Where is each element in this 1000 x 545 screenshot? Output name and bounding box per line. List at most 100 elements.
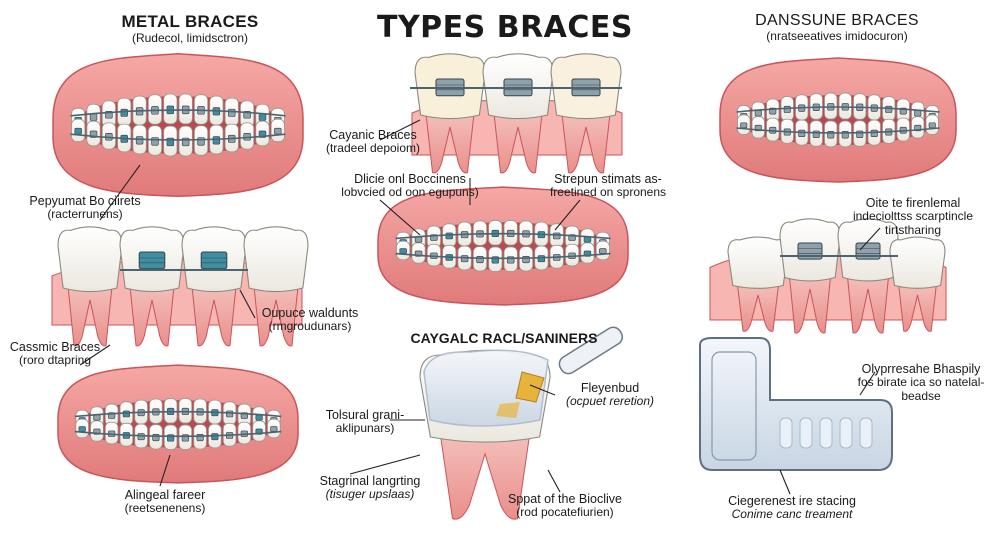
- alingeal-label: Alingeal fareer (reetsenenens): [100, 488, 230, 516]
- metal-braces-arch: [52, 52, 304, 198]
- tooth-root: [846, 271, 890, 334]
- bracket: [200, 251, 228, 270]
- cassmic-braces-title: Cassmic Braces: [9, 340, 101, 354]
- tray-tooth-cup: [859, 417, 873, 449]
- oite-subtitle: indeciolttss scarptincle: [852, 209, 974, 224]
- bracket: [212, 136, 221, 145]
- bracket: [211, 433, 219, 441]
- alingeal-title: Alingeal fareer: [124, 488, 206, 502]
- dlicie-label: Dlicie onl Boccinens lobvcied od oon egu…: [335, 172, 485, 200]
- tolsural-label: Tolsural grani- aklipunars): [315, 408, 415, 436]
- scanner-tool: [558, 326, 624, 375]
- bracket: [89, 113, 98, 121]
- bracket: [228, 108, 236, 117]
- tooth-root: [438, 428, 532, 520]
- oupuce-subtitle: (rmgroudunars): [268, 319, 352, 334]
- bracket: [122, 410, 130, 418]
- archwire: [736, 127, 940, 134]
- bracket: [754, 110, 762, 117]
- oupuce-label: Oupuce waldunts (rmgroudunars): [255, 306, 365, 334]
- gold-attachment: [515, 371, 545, 403]
- ciegerenest-subtitle: Conime canc treament: [731, 507, 853, 522]
- closeup-tooth-3: [181, 226, 247, 347]
- bracket: [460, 255, 469, 263]
- tray-tooth-cup: [799, 417, 813, 449]
- tooth-root: [129, 281, 175, 347]
- tooth-root: [736, 280, 780, 332]
- archwire: [395, 252, 611, 260]
- metal-braces-heading: METAL BRACES: [121, 12, 259, 31]
- bracket: [226, 410, 234, 418]
- metal-braces-subheading: (Rudecol, limidsctron): [131, 31, 249, 46]
- archwire: [70, 109, 286, 117]
- diagram-title: TYPES BRACES: [376, 10, 634, 45]
- tooth-root: [492, 108, 544, 174]
- cassmic-braces-label: Cassmic Braces (roro dtapring: [0, 340, 110, 368]
- leader-line: [379, 199, 421, 236]
- archwire: [74, 430, 282, 438]
- fleyenbud-subtitle: (ocpuet reretion): [565, 394, 655, 409]
- bracket: [270, 426, 278, 432]
- archwire: [736, 106, 940, 113]
- strepun-title: Strepun stimats as-: [554, 172, 662, 186]
- oite-label: Oite te firenlemal indeciolttss scarptin…: [838, 196, 988, 238]
- closeup-tooth-4: [243, 226, 309, 347]
- archwire: [74, 410, 282, 418]
- tolsural-title: Tolsural grani-: [325, 408, 405, 422]
- bracket: [120, 108, 128, 117]
- tooth-root: [788, 271, 832, 334]
- tray-tooth-cup: [839, 417, 853, 449]
- leader-line: [779, 469, 791, 495]
- sppat-label: Sppat of the Bioclive (rod pocatefiurien…: [490, 492, 640, 520]
- aligner-tray: [699, 337, 893, 471]
- olypresahe-subtitle-2: beadse: [901, 389, 941, 404]
- ciegerenest-title: Ciegerenest ire stacing: [728, 494, 856, 508]
- clear-aligner-closeup: [419, 326, 893, 520]
- tooth-root: [560, 108, 612, 174]
- damon-braces-heading: DANSSUNE BRACES: [755, 12, 919, 29]
- bracket: [135, 136, 144, 145]
- bracket: [197, 137, 205, 146]
- olypresahe-subtitle: fos birate ica so natelal-: [857, 375, 985, 390]
- damon-tooth-4: [889, 236, 946, 332]
- tray-tooth-cup: [819, 417, 833, 449]
- gold-attachment-2: [496, 402, 520, 418]
- bracket: [783, 105, 791, 113]
- lower-braces-arch: [57, 364, 299, 484]
- clear-aligners-label: CAYGALC RACL/SANINERS: [404, 330, 604, 346]
- tooth-root: [897, 280, 938, 332]
- bracket: [399, 248, 407, 254]
- leader-line: [239, 289, 256, 319]
- olypresahe-label: Olyprresahe Bhaspily fos birate ica so n…: [846, 362, 996, 404]
- bracket: [258, 113, 267, 121]
- tooth-crown: [889, 236, 946, 289]
- strepun-subtitle: freetined on spronens: [549, 185, 667, 200]
- tooth-crown: [727, 236, 789, 289]
- leader-line: [99, 164, 141, 221]
- leader-line: [859, 371, 876, 396]
- damon-tooth-2: [779, 218, 841, 334]
- stagrinal-title: Stagrinal langrting: [319, 474, 421, 488]
- bracket: [870, 129, 878, 137]
- tooth-closeups: [51, 53, 947, 347]
- archwire: [70, 133, 286, 141]
- oupuce-title: Oupuce waldunts: [261, 306, 359, 320]
- bracket: [537, 255, 546, 263]
- bracket: [599, 248, 607, 254]
- bracket: [445, 232, 453, 240]
- bracket: [74, 127, 82, 135]
- tooth-root: [67, 281, 113, 347]
- archwire: [395, 232, 611, 240]
- leader-line: [529, 384, 556, 396]
- alingeal-subtitle: (reetsenenens): [124, 501, 206, 516]
- closeup-tooth-1: [57, 226, 123, 347]
- bracket: [93, 414, 101, 421]
- tray-inner-edge: [711, 351, 757, 461]
- dlicie-subtitle: lobvcied od oon egupuns): [341, 185, 479, 200]
- cassmic-braces-subtitle: (roro dtapring: [18, 353, 92, 368]
- bracket: [78, 426, 86, 432]
- bracket: [928, 122, 936, 129]
- tooth-root: [424, 108, 476, 174]
- leader-line: [79, 344, 111, 366]
